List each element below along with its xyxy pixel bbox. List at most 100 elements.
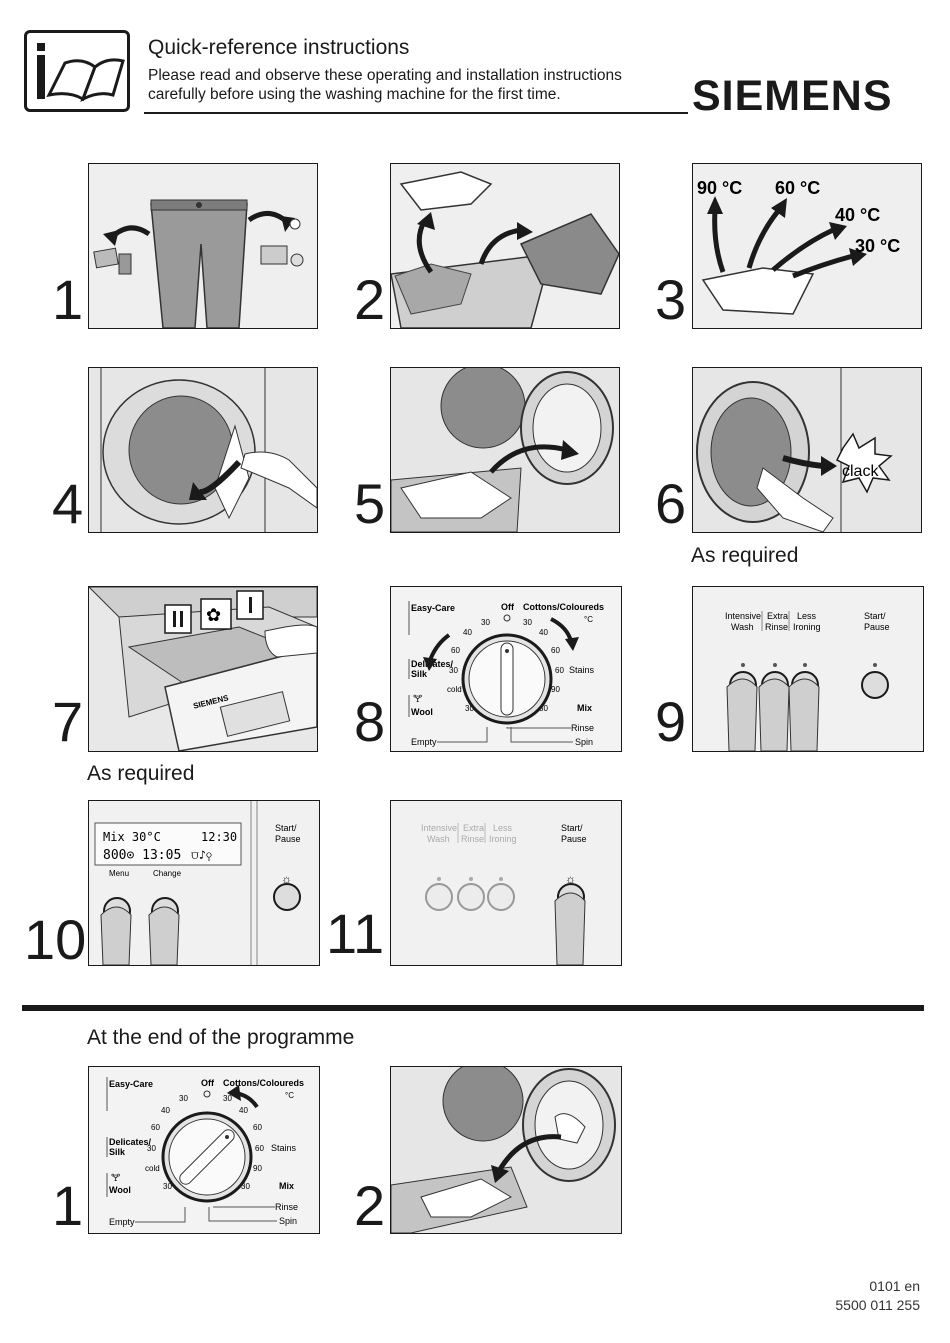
blink-icon: ☼ xyxy=(281,872,292,886)
step-number-9: 9 xyxy=(655,690,687,753)
svg-text:60: 60 xyxy=(551,646,560,655)
start-label: Start/ xyxy=(275,823,297,833)
svg-text:60: 60 xyxy=(555,666,564,675)
dial-label-delicates: Delicates/ xyxy=(109,1137,152,1147)
start-pause-button[interactable] xyxy=(861,671,889,699)
dial-label-silk: Silk xyxy=(109,1147,126,1157)
wool-icon: 🝖 xyxy=(413,694,422,705)
dial-label-off: Off xyxy=(501,602,515,612)
dial-label-wool: Wool xyxy=(411,707,433,717)
step-number-10: 10 xyxy=(24,908,87,971)
svg-text:30: 30 xyxy=(449,666,458,675)
temp-label-90: 90 °C xyxy=(697,178,742,198)
brand-logo: SIEMENS xyxy=(692,72,893,120)
svg-text:90: 90 xyxy=(253,1164,262,1173)
svg-text:30: 30 xyxy=(465,704,474,713)
mainwash-compartment-icon xyxy=(236,590,264,620)
step-2-illustration xyxy=(390,163,620,329)
dial-label-spin: Spin xyxy=(575,737,593,747)
dial-label-cottons: Cottons/Coloureds xyxy=(523,602,604,612)
step-number-8: 8 xyxy=(354,690,386,753)
step-4-illustration xyxy=(88,367,318,533)
option-label-ironing: Ironing xyxy=(489,834,517,844)
lcd-spin-time-text: 800⊙ 13:05 xyxy=(103,848,181,863)
intensive-wash-button[interactable] xyxy=(425,883,453,911)
subtitle-line-2: carefully before using the washing machi… xyxy=(148,86,561,103)
option-label-less: Less xyxy=(493,823,513,833)
temp-label-40: 40 °C xyxy=(835,205,880,225)
dial-label-wool: Wool xyxy=(109,1185,131,1195)
svg-text:60: 60 xyxy=(151,1123,160,1132)
dial-label-spin: Spin xyxy=(279,1216,297,1226)
svg-text:90: 90 xyxy=(551,685,560,694)
option-label-extra: Extra xyxy=(463,823,484,833)
step-11-start-panel: Intensive Wash Extra Rinse Less Ironing … xyxy=(390,800,622,966)
page-subtitle: Please read and observe these operating … xyxy=(148,66,688,104)
step-number-5: 5 xyxy=(354,472,386,535)
step-number-11: 11 xyxy=(326,902,385,965)
option-label-extra: Extra xyxy=(767,611,788,621)
page-title: Quick-reference instructions xyxy=(148,36,410,59)
step-number-2: 2 xyxy=(354,268,386,331)
step-8-programme-dial: Easy-Care Off Cottons/Coloureds °C 30 30… xyxy=(390,586,622,752)
pause-label: Pause xyxy=(561,834,587,844)
step-6-illustration: clack xyxy=(692,367,922,533)
dial-label-silk: Silk xyxy=(411,669,428,679)
softener-compartment-icon: ✿ xyxy=(200,598,232,630)
svg-text:✿: ✿ xyxy=(206,605,221,625)
change-label: Change xyxy=(153,869,182,878)
step-number-1: 1 xyxy=(52,268,84,331)
step-number-7: 7 xyxy=(52,690,84,753)
less-ironing-button[interactable] xyxy=(487,883,515,911)
step-3-illustration: 90 °C 60 °C 40 °C 30 °C xyxy=(692,163,922,329)
svg-text:40: 40 xyxy=(539,628,548,637)
extra-rinse-button[interactable] xyxy=(457,883,485,911)
start-label: Start/ xyxy=(561,823,583,833)
dial-label-easy-care: Easy-Care xyxy=(411,603,455,613)
footer-version: 0101 en xyxy=(869,1278,920,1294)
option-label-intensive: Intensive xyxy=(725,611,761,621)
temp-label-60: 60 °C xyxy=(775,178,820,198)
step-10-display-panel: Mix 30°C 12:30 800⊙ 13:05 ⩌♪⚲ Menu Chang… xyxy=(88,800,320,966)
lcd-status-icons: ⩌♪⚲ xyxy=(191,848,212,862)
option-label-start: Start/ xyxy=(864,611,886,621)
start-pause-button[interactable] xyxy=(273,883,301,911)
end-step-2-unload xyxy=(390,1066,622,1234)
document-code: 0101 en 5500 011 255 xyxy=(835,1277,920,1315)
svg-text:60: 60 xyxy=(451,646,460,655)
dial-label-stains: Stains xyxy=(271,1143,297,1153)
dial-label-cottons: Cottons/Coloureds xyxy=(223,1078,304,1088)
svg-text:60: 60 xyxy=(255,1144,264,1153)
dial-label-cold: cold xyxy=(145,1164,160,1173)
wool-icon: 🝖 xyxy=(111,1173,120,1184)
option-label-less: Less xyxy=(797,611,817,621)
dial-label-off: Off xyxy=(201,1078,215,1088)
svg-text:60: 60 xyxy=(253,1123,262,1132)
dial-label-empty: Empty xyxy=(109,1217,135,1227)
step-number-6: 6 xyxy=(655,472,687,535)
step-5-illustration xyxy=(390,367,620,533)
svg-text:30: 30 xyxy=(241,1182,250,1191)
option-label-wash: Wash xyxy=(427,834,450,844)
option-label-rinse: Rinse xyxy=(461,834,484,844)
section-divider xyxy=(22,1005,924,1011)
svg-text:30: 30 xyxy=(179,1094,188,1103)
clack-sound-label: clack xyxy=(842,463,879,480)
dial-label-mix: Mix xyxy=(577,703,592,713)
header-rule xyxy=(144,112,688,114)
option-label-rinse: Rinse xyxy=(765,622,788,632)
dial-label-deg: °C xyxy=(584,615,593,624)
dial-label-stains: Stains xyxy=(569,665,595,675)
end-step-number-1: 1 xyxy=(52,1174,84,1237)
step-7-illustration: SIEMENS ✿ xyxy=(88,586,318,752)
dial-label-rinse: Rinse xyxy=(275,1202,298,1212)
svg-text:30: 30 xyxy=(163,1182,172,1191)
option-label-intensive: Intensive xyxy=(421,823,457,833)
dial-label-cold: cold xyxy=(447,685,462,694)
lcd-programme-text: Mix 30°C xyxy=(103,830,161,844)
lcd-clock-text: 12:30 xyxy=(201,830,237,844)
lcd-display xyxy=(94,822,242,866)
option-label-pause: Pause xyxy=(864,622,890,632)
subtitle-line-1: Please read and observe these operating … xyxy=(148,67,622,84)
dial-label-easy-care: Easy-Care xyxy=(109,1079,153,1089)
